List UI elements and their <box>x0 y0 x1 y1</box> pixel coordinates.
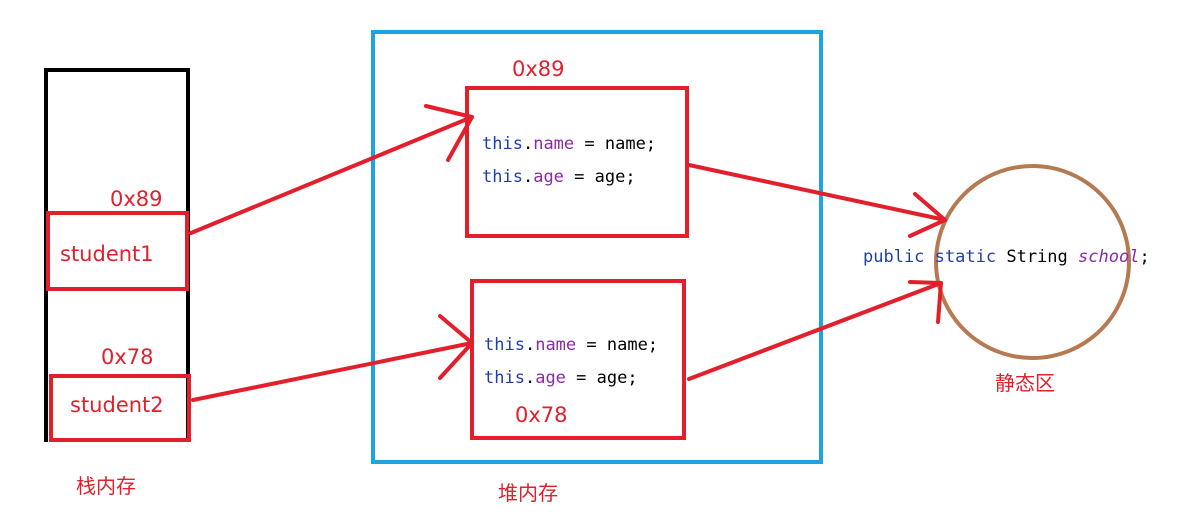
heap-memory-panel <box>371 30 823 464</box>
static-field-declaration: public static String school; <box>863 249 1150 266</box>
age-field: age <box>533 167 564 187</box>
assignment-text: = name; <box>574 134 657 154</box>
object1-box <box>465 86 689 238</box>
assignment-text: = age; <box>565 368 638 388</box>
name-field: name <box>533 134 575 154</box>
static-area-circle <box>934 164 1131 360</box>
dot-operator: . <box>522 167 534 187</box>
object2-address-label: 0x78 <box>515 403 568 427</box>
object2-box <box>470 279 686 440</box>
this-keyword: this <box>482 167 523 187</box>
this-keyword: this <box>484 368 525 388</box>
this-keyword: this <box>484 335 525 355</box>
student2-variable-label: student2 <box>70 393 164 417</box>
stack-memory-caption: 栈内存 <box>76 474 136 498</box>
object2-code-line-age: this.age = age; <box>484 370 638 387</box>
string-type: String <box>1006 247 1068 267</box>
static-keyword: static <box>934 247 997 267</box>
static-area-caption: 静态区 <box>995 371 1055 395</box>
dot-operator: . <box>522 134 534 154</box>
object2-code-line-name: this.name = name; <box>484 337 658 354</box>
student1-variable-label: student1 <box>60 242 154 266</box>
dot-operator: . <box>524 368 536 388</box>
assignment-text: = name; <box>576 335 659 355</box>
heap-memory-caption: 堆内存 <box>498 481 558 505</box>
student2-address-label: 0x78 <box>101 345 154 369</box>
semicolon: ; <box>1139 247 1150 267</box>
school-field: school <box>1078 247 1140 267</box>
this-keyword: this <box>482 134 523 154</box>
object1-address-label: 0x89 <box>512 57 565 81</box>
public-keyword: public <box>863 247 925 267</box>
student2-variable-box <box>49 374 191 442</box>
student1-variable-box <box>46 211 189 291</box>
arrow-object2-to-static-head <box>908 280 943 324</box>
assignment-text: = age; <box>563 167 636 187</box>
age-field: age <box>535 368 566 388</box>
dot-operator: . <box>524 335 536 355</box>
object1-code-line-name: this.name = name; <box>482 136 656 153</box>
object1-code-line-age: this.age = age; <box>482 169 636 186</box>
name-field: name <box>535 335 577 355</box>
student1-address-label: 0x89 <box>110 187 163 211</box>
